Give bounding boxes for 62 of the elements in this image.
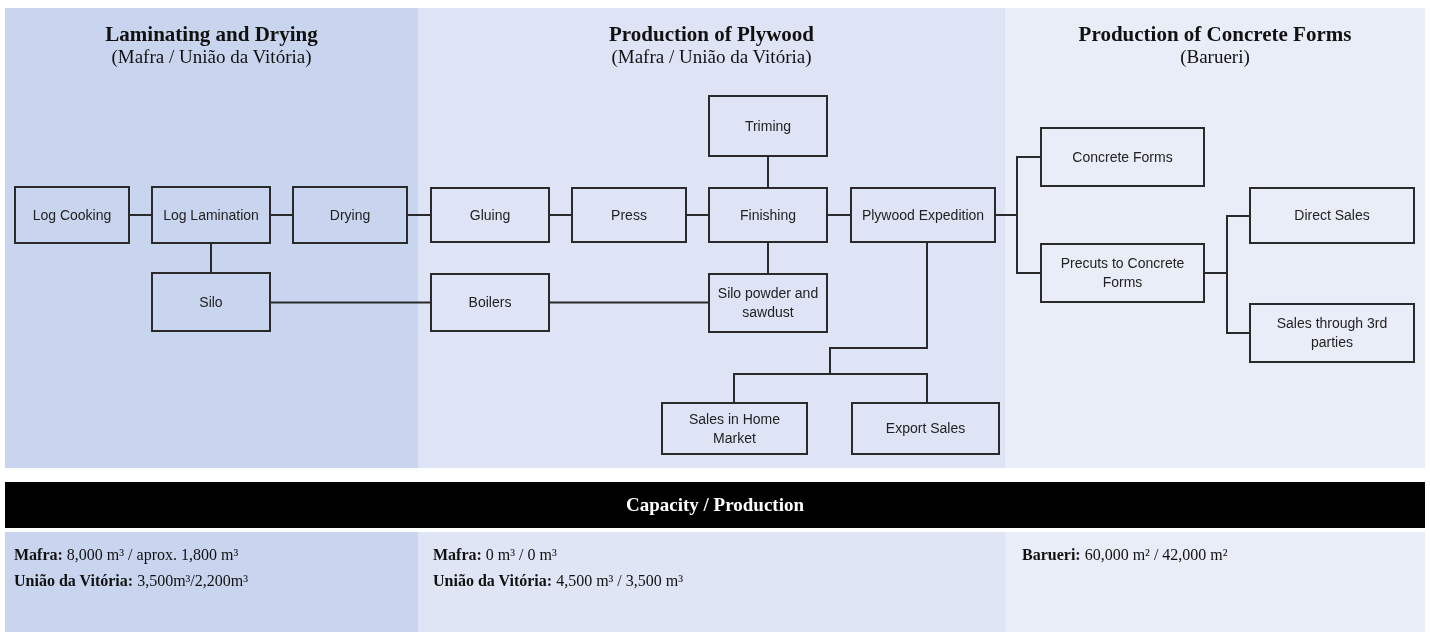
- connector-line: [549, 214, 572, 216]
- box-label: Log Lamination: [163, 205, 259, 225]
- connector-line: [210, 243, 212, 273]
- process-box: [1249, 303, 1415, 363]
- connector-line: [827, 214, 851, 216]
- connector-line: [407, 214, 431, 216]
- capacity-text: União da Vitória: 3,500m³/2,200m³: [14, 572, 249, 590]
- section-subtitle: (Barueri): [1179, 46, 1251, 68]
- process-box: [14, 186, 130, 244]
- section-subtitle: (Mafra / União da Vitória): [610, 46, 813, 68]
- process-box: [430, 187, 550, 243]
- box-label: Direct Sales: [1294, 206, 1370, 225]
- connector-line: [1204, 272, 1250, 334]
- box-label: Sales in Home Market: [687, 409, 781, 448]
- process-box: [708, 273, 828, 333]
- box-label: Export Sales: [885, 419, 966, 438]
- box-label: Triming: [744, 116, 792, 136]
- capacity-text: União da Vitória: 4,500 m³ / 3,500 m³: [433, 572, 684, 590]
- process-box: [1040, 127, 1205, 187]
- process-box: [151, 272, 271, 332]
- connector-line: [270, 301, 431, 304]
- process-box: [292, 186, 408, 244]
- box-label: Plywood Expedition: [861, 205, 985, 225]
- table-header: Capacity / Production: [624, 494, 805, 516]
- section-heading: Laminating and Drying: [104, 22, 319, 47]
- box-label: Silo: [199, 292, 223, 312]
- capacity-text: Barueri: 60,000 m² / 42,000 m²: [1022, 546, 1228, 564]
- box-label: Log Cooking: [32, 205, 112, 225]
- process-box: [1249, 187, 1415, 244]
- box-label: Precuts to Concrete Forms: [1059, 254, 1186, 292]
- box-label: Silo powder and sawdust: [716, 284, 820, 322]
- process-box: [708, 187, 828, 243]
- section-subtitle: (Mafra / União da Vitória): [110, 46, 313, 68]
- section-panel: [1005, 8, 1425, 468]
- section-panel: [418, 8, 1005, 468]
- box-label: Boilers: [468, 293, 512, 312]
- connector-line: [129, 214, 152, 216]
- process-box: [571, 187, 687, 243]
- section-panel: [5, 8, 418, 468]
- connector-line: [549, 301, 709, 304]
- process-box: [708, 95, 828, 157]
- connector-line: [767, 156, 769, 188]
- process-box: [661, 402, 808, 455]
- section-heading: Production of Plywood: [608, 22, 815, 47]
- box-label: Drying: [329, 205, 371, 225]
- box-label: Press: [611, 205, 647, 225]
- process-box: [151, 186, 271, 244]
- box-label: Concrete Forms: [1072, 147, 1173, 167]
- connector-line: [767, 242, 769, 274]
- connector-line: [270, 214, 293, 216]
- box-label: Gluing: [469, 205, 511, 225]
- process-box: [850, 187, 996, 243]
- connector-line: [686, 214, 709, 216]
- capacity-text: Mafra: 0 m³ / 0 m³: [433, 546, 557, 564]
- process-box: [1040, 243, 1205, 303]
- capacity-text: Mafra: 8,000 m³ / aprox. 1,800 m³: [14, 546, 239, 564]
- connector-line: [829, 242, 928, 403]
- box-label: Sales through 3rd parties: [1275, 314, 1389, 352]
- section-heading: Production of Concrete Forms: [1077, 22, 1353, 47]
- box-label: Finishing: [740, 205, 796, 225]
- process-box: [851, 402, 1000, 455]
- process-box: [430, 273, 550, 332]
